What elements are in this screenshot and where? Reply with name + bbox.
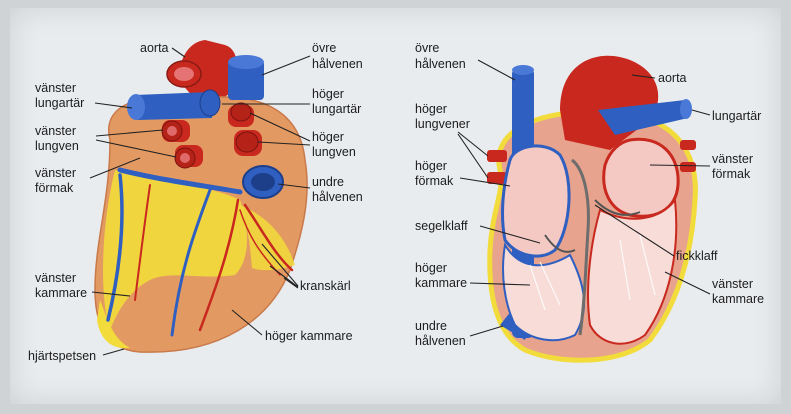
svg-text:vänster: vänster [712,277,753,291]
svg-text:hålvenen: hålvenen [312,190,363,204]
label-ovre-halvenen-left: övre hålvenen [262,41,363,75]
svg-text:lungven: lungven [35,139,79,153]
svg-text:aorta: aorta [140,41,169,55]
svg-text:kammare: kammare [35,286,87,300]
svg-text:vänster: vänster [35,124,76,138]
svg-text:höger: höger [312,87,344,101]
svg-text:undre: undre [312,175,344,189]
svg-text:höger: höger [415,102,447,116]
heart-diagrams: aorta övre hålvenen vänster lungartär hö… [10,8,781,404]
label-ovre-halvenen-right: övre hålvenen [415,41,515,80]
label-undre-halvenen-right: undre hålvenen [415,319,503,348]
svg-text:höger: höger [312,130,344,144]
svg-text:höger kammare: höger kammare [265,329,353,343]
svg-text:höger: höger [415,159,447,173]
textbook-page: aorta övre hålvenen vänster lungartär hö… [10,8,781,404]
heart-external-view [95,40,307,352]
svg-text:hålvenen: hålvenen [312,57,363,71]
label-hjartspetsen: hjärtspetsen [28,349,124,363]
svg-text:förmak: förmak [712,167,751,181]
svg-text:lungartär: lungartär [35,96,84,110]
svg-text:förmak: förmak [415,174,454,188]
label-lungartar: lungartär [692,109,761,123]
svg-text:vänster: vänster [35,271,76,285]
svg-text:vänster: vänster [35,81,76,95]
svg-text:kammare: kammare [712,292,764,306]
svg-text:aorta: aorta [658,71,687,85]
svg-text:segelklaff: segelklaff [415,219,468,233]
svg-text:vänster: vänster [35,166,76,180]
right-atrium [503,146,570,256]
svg-text:lungartär: lungartär [312,102,361,116]
svg-text:övre: övre [415,41,439,55]
svg-text:förmak: förmak [35,181,74,195]
svg-text:lungartär: lungartär [712,109,761,123]
svg-text:vänster: vänster [712,152,753,166]
left-atrium [604,139,678,216]
svg-text:kranskärl: kranskärl [300,279,351,293]
svg-text:hålvenen: hålvenen [415,57,466,71]
svg-text:undre: undre [415,319,447,333]
label-vanster-lungartar: vänster lungartär [35,81,132,110]
svg-text:fickklaff: fickklaff [676,249,718,263]
svg-text:lungven: lungven [312,145,356,159]
svg-text:kammare: kammare [415,276,467,290]
label-aorta-left: aorta [140,41,185,57]
svg-text:hjärtspetsen: hjärtspetsen [28,349,96,363]
svg-text:höger: höger [415,261,447,275]
heart-cross-section [487,56,696,361]
svg-text:lungvener: lungvener [415,117,470,131]
svg-text:övre: övre [312,41,336,55]
svg-text:hålvenen: hålvenen [415,334,466,348]
